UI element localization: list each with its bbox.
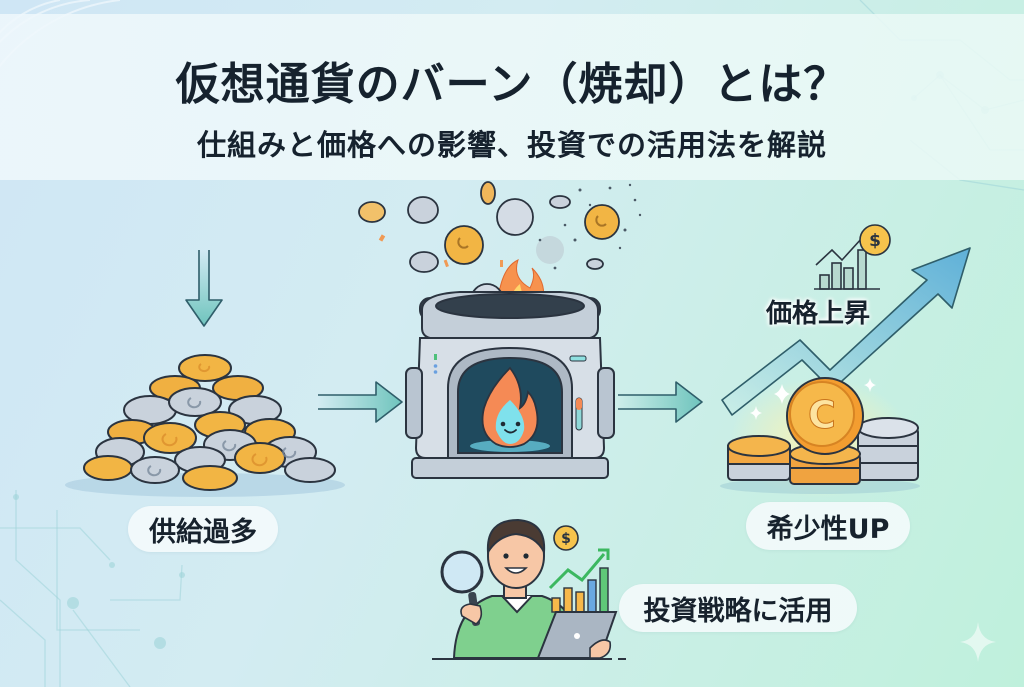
coin-stacks-icon: C — [720, 377, 920, 498]
crypto-coin-icon: C — [808, 393, 836, 437]
title-banner — [0, 14, 1024, 180]
dollar-icon: $ — [869, 231, 881, 251]
price-rise-label: 価格上昇 — [766, 299, 871, 329]
dollar-icon: $ — [561, 531, 571, 547]
investor-with-tablet-icon: $ — [432, 518, 632, 660]
coin-pile-icon — [65, 354, 345, 497]
right-arrow-icon — [618, 381, 703, 423]
rising-arrow-chart-icon: $ — [721, 224, 971, 416]
down-arrow-icon — [185, 250, 223, 327]
page-subtitle: 仕組みと価格への影響、投資での活用法を解説 — [196, 128, 827, 162]
right-arrow-icon — [318, 381, 403, 423]
incinerator-with-flame-icon — [405, 259, 615, 479]
flying-coins-icon — [358, 181, 642, 273]
page-title: 仮想通貨のバーン（焼却）とは？ — [175, 59, 849, 110]
stage-label-oversupply: 供給過多 — [128, 506, 278, 552]
sparkle-icon — [960, 622, 996, 662]
stage-label-scarcity: 希少性UP — [746, 502, 910, 550]
investment-strategy-label: 投資戦略に活用 — [619, 584, 857, 632]
